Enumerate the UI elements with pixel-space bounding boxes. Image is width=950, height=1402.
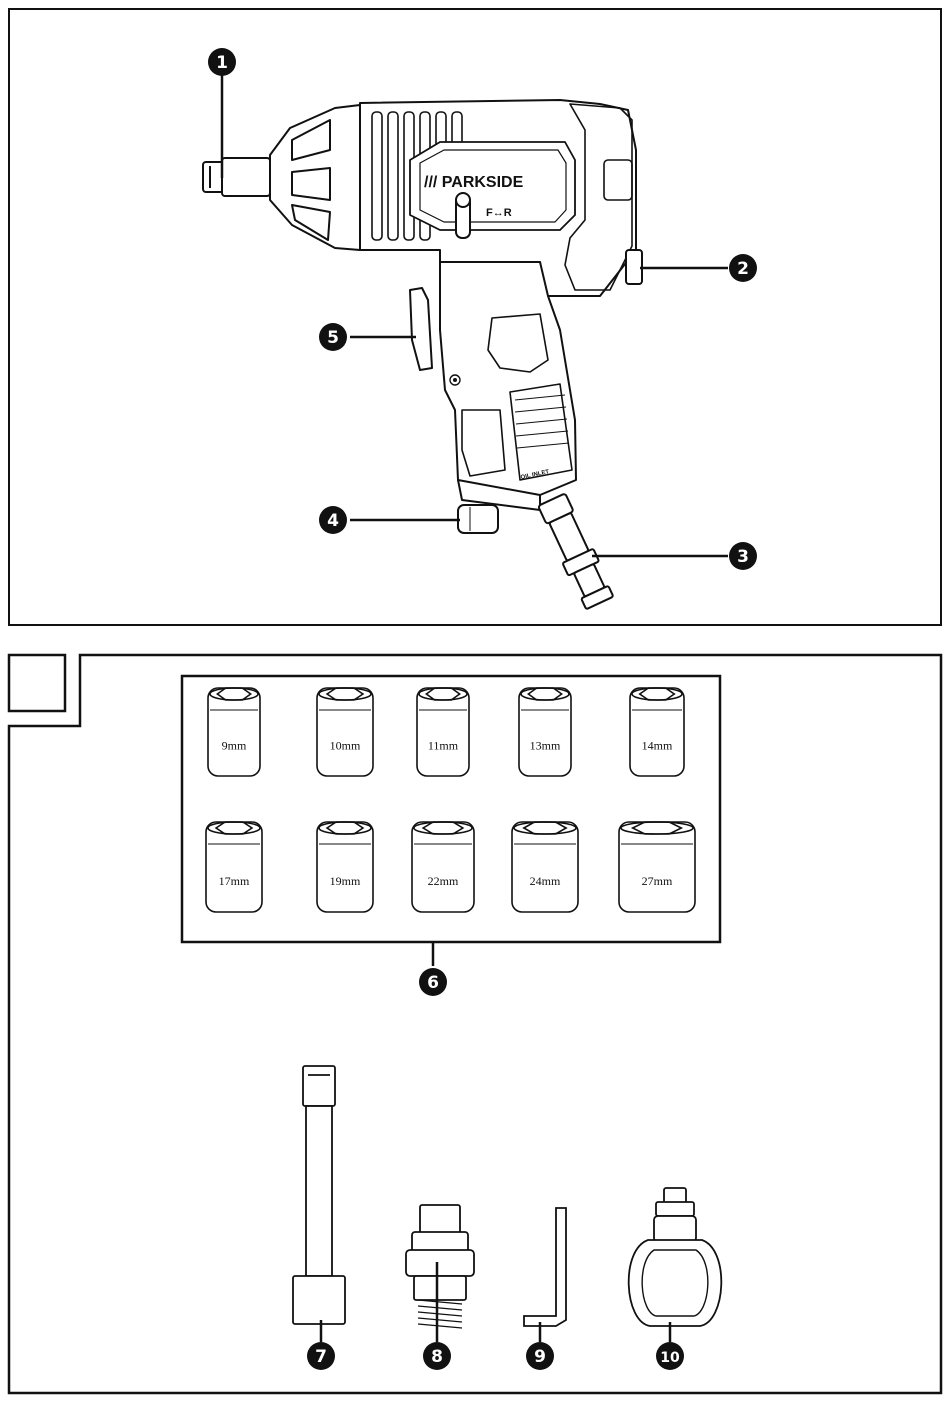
socket-1: 9mm (208, 688, 260, 776)
svg-text:10: 10 (660, 1350, 680, 1366)
callout-7: 7 (307, 1342, 335, 1370)
socket-size-label: 22mm (428, 874, 459, 888)
svg-text:3: 3 (737, 547, 749, 567)
socket-size-label: 27mm (642, 874, 673, 888)
callout-9: 9 (526, 1342, 554, 1370)
socket-3: 11mm (417, 688, 469, 776)
svg-text:4: 4 (327, 511, 339, 531)
socket-4: 13mm (519, 688, 571, 776)
callout-5: 5 (319, 323, 347, 351)
socket-6: 17mm (206, 822, 262, 912)
callout-2: 2 (729, 254, 757, 282)
socket-9: 24mm (512, 822, 578, 912)
callout-4: 4 (319, 506, 347, 534)
trigger (410, 288, 432, 370)
socket-size-label: 24mm (530, 874, 561, 888)
hex-key-drawing (524, 1208, 566, 1326)
extension-bar (293, 1066, 345, 1324)
svg-text:9: 9 (534, 1347, 546, 1367)
socket-size-label: 14mm (642, 739, 673, 753)
svg-text:1: 1 (216, 53, 228, 73)
socket-5: 14mm (630, 688, 684, 776)
impact-wrench (203, 100, 642, 610)
svg-text:7: 7 (315, 1347, 327, 1367)
svg-text:6: 6 (427, 973, 439, 993)
socket-10: 27mm (619, 822, 695, 912)
bottom-panel-frame (9, 655, 941, 1393)
oil-bottle-drawing (629, 1188, 722, 1326)
callout-6: 6 (419, 968, 447, 996)
hammer-case (270, 105, 360, 250)
pressure-regulator (458, 505, 498, 533)
svg-text:5: 5 (327, 328, 339, 348)
callout-8: 8 (423, 1342, 451, 1370)
callout-10: 10 (656, 1342, 684, 1370)
socket-size-label: 11mm (428, 739, 459, 753)
svg-text:8: 8 (431, 1347, 443, 1367)
air-coupler-drawing (406, 1205, 474, 1328)
socket-size-label: 19mm (330, 874, 361, 888)
callout-3: 3 (729, 542, 757, 570)
direction-label: F↔R (486, 207, 512, 219)
socket-size-label: 17mm (219, 874, 250, 888)
socket-size-label: 13mm (530, 739, 561, 753)
rotation-switch (626, 250, 642, 284)
socket-size-label: 9mm (222, 739, 247, 753)
brand-logo: /// PARKSIDE (424, 174, 524, 191)
corner-label-box (9, 655, 65, 711)
svg-text:2: 2 (737, 259, 749, 279)
air-connector (536, 492, 615, 610)
callout-1: 1 (208, 48, 236, 76)
socket-8: 22mm (412, 822, 474, 912)
socket-2: 10mm (317, 688, 373, 776)
socket-7: 19mm (317, 822, 373, 912)
socket-size-label: 10mm (330, 739, 361, 753)
